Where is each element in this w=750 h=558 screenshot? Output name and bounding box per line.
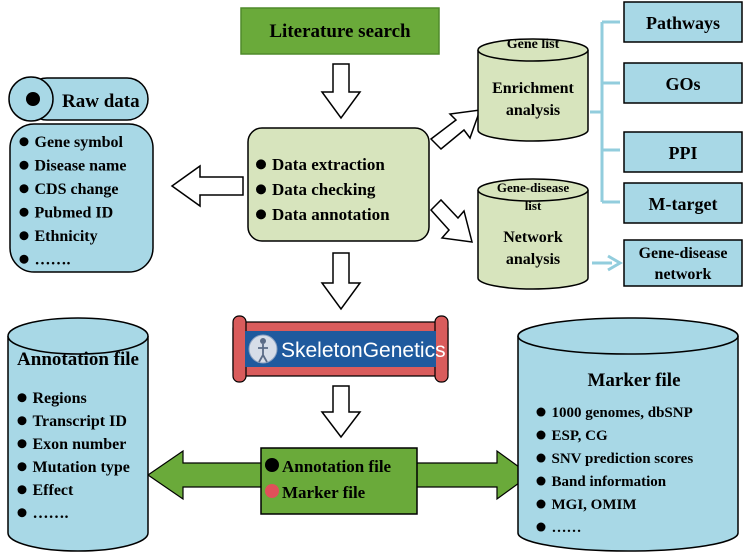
enrichment-output-box [623,131,743,173]
annotation-bullet-icon [17,439,27,449]
network-output-line-1: Gene-disease [639,245,728,262]
gene-list-cylinder [477,38,589,142]
arrow-process-to-gene-disease [429,198,474,243]
raw-data-bullet-icon [19,231,29,241]
annotation-item: Mutation type [33,459,130,476]
process-box [247,127,430,242]
annotation-bullet-icon [17,485,27,495]
annotation-item: Transcript ID [33,413,127,430]
annotation-bullet-icon [17,416,27,426]
enrichment-line-2: analysis [506,102,560,119]
process-bullet-icon [256,159,266,170]
raw-data-bullet-icon [19,184,29,194]
literature-search-label: Literature search [269,21,411,42]
marker-bullet-icon [536,476,546,486]
raw-data-item: Pubmed ID [35,205,114,222]
literature-search-box [240,7,440,55]
network-line-1: Network [503,229,563,246]
marker-bullet-icon [536,499,546,509]
banner-label: SkeletonGenetics [281,339,446,362]
enrichment-line-1: Enrichment [492,80,574,97]
enrichment-output-box [623,1,743,43]
marker-item: SNV prediction scores [552,451,694,467]
enrichment-output-label: M-target [649,194,718,214]
raw-data-bullet-icon [19,254,29,264]
enrichment-bracket [590,20,620,204]
marker-item: ESP, CG [552,428,608,444]
arrow-process-to-gene-list [429,109,482,151]
network-line-2: analysis [506,251,560,268]
process-item: Data checking [272,180,376,199]
marker-item: …… [552,520,582,536]
marker-bullet-icon [536,430,546,440]
annotation-item: ……. [33,505,69,522]
marker-item: 1000 genomes, dbSNP [552,405,693,421]
enrichment-output-label: GOs [665,74,700,94]
gene-list-label: Gene list [507,37,560,52]
marker-file-bullet-icon [265,484,279,498]
raw-data-item: Gene symbol [35,134,124,151]
raw-data-bullet-icon [26,92,40,106]
annotation-bullet-icon [17,508,27,518]
raw-data-item: ……. [35,252,71,269]
annotation-item: Effect [33,482,75,499]
marker-bullet-icon [536,522,546,532]
annotation-file-cylinder [7,317,149,552]
marker-file-list: 1000 genomes, dbSNP ESP, CG SNV prediction… [536,405,694,536]
gene-disease-network-box [623,239,743,287]
network-output-line-2: network [655,266,712,283]
annotation-bullet-icon [17,393,27,403]
marker-bullet-icon [536,407,546,417]
process-bullet-icon [256,209,266,220]
raw-data-item: Ethnicity [35,228,98,245]
center-files-box [260,447,418,515]
process-item: Data annotation [272,205,390,224]
enrichment-output-label: Pathways [646,13,720,33]
annotation-bullet-icon [17,462,27,472]
arrow-process-to-raw-data [170,164,244,208]
raw-data-bullet-icon [19,160,29,170]
enrichment-output-box [623,62,743,104]
arrow-banner-to-files [320,385,362,439]
gene-disease-label-1: Gene-disease [497,180,569,195]
raw-data-item: Disease name [35,158,127,175]
arrow-literature-to-process [320,63,362,120]
process-bullet-icon [256,184,266,195]
arrow-to-network-head [607,254,623,272]
enrichment-output-box [623,182,743,224]
annotation-item: Exon number [33,436,127,453]
marker-file-title: Marker file [587,370,680,391]
skeletongenetics-banner: SkeletonGenetics [232,315,449,383]
center-annotation-file: Annotation file [282,457,392,476]
process-item: Data extraction [272,155,385,174]
annotation-file-bullet-icon [265,458,279,472]
gene-disease-cylinder [477,178,589,290]
marker-item: Band information [552,474,667,490]
marker-item: MGI, OMIM [552,497,637,513]
annotation-file-title: Annotation file [17,349,139,370]
raw-data-title: Raw data [62,91,140,112]
raw-data-panel: Raw data [8,76,154,273]
arrow-process-to-banner [320,252,362,311]
annotation-item: Regions [33,390,87,407]
gene-disease-label-2: list [525,198,542,213]
marker-file-cylinder [517,317,739,552]
center-marker-file: Marker file [282,483,366,502]
marker-bullet-icon [536,453,546,463]
raw-data-item: CDS change [35,181,119,198]
raw-data-bullet-icon [19,137,29,147]
enrichment-output-label: PPI [669,143,698,163]
raw-data-bullet-icon [19,207,29,217]
